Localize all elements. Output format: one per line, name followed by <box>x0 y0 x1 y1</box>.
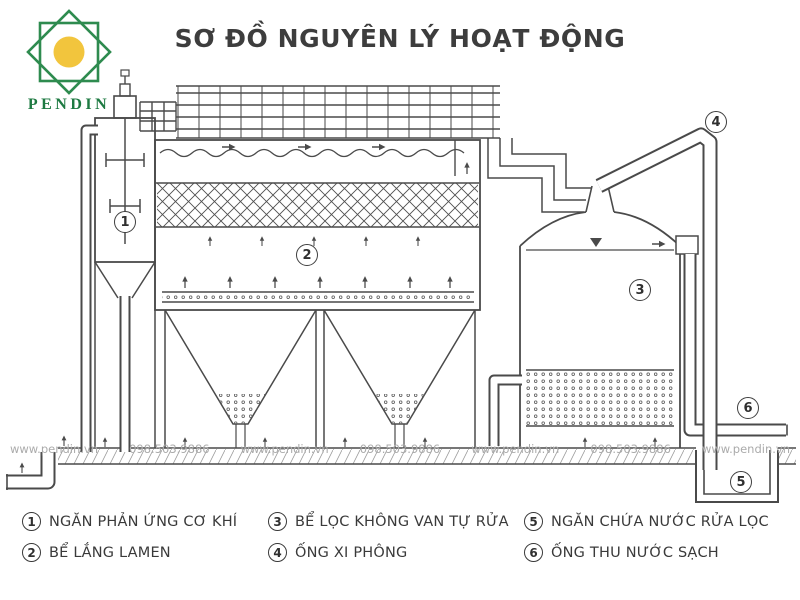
filter-tank <box>519 185 681 448</box>
pipe-rack-main <box>176 85 500 139</box>
pendin-logo-mark: PENDIN <box>26 9 112 113</box>
pendin-logo: PENDIN <box>14 6 124 120</box>
legend-label-5: NGĂN CHỨA NƯỚC RỬA LỌC <box>551 513 769 530</box>
legend: 1 NGĂN PHẢN ỨNG CƠ KHÍ 2 BỂ LẮNG LAMEN 3… <box>0 512 800 596</box>
diagram-marker-2: 2 <box>296 244 318 266</box>
legend-number-1: 1 <box>22 512 41 531</box>
logo-sun-icon <box>53 36 85 68</box>
watermark-text: www.pendin.vn <box>471 442 560 456</box>
legend-label-6: ỐNG THU NƯỚC SẠCH <box>551 544 719 561</box>
watermark-row: www.pendin.vn 098.503.9886 www.pendin.vn… <box>10 442 790 456</box>
diagram-marker-3: 3 <box>629 279 651 301</box>
diagram-marker-5: 5 <box>730 471 752 493</box>
siphon-pipe <box>595 127 718 470</box>
filter-media <box>526 370 674 426</box>
legend-number-3: 3 <box>268 512 287 531</box>
logo-brand-text: PENDIN <box>28 96 110 113</box>
legend-number-6: 6 <box>524 543 543 562</box>
legend-label-2: BỂ LẮNG LAMEN <box>49 544 171 561</box>
legend-label-3: BỂ LỌC KHÔNG VAN TỰ RỬA <box>295 513 509 530</box>
watermark-text: 098.503.9886 <box>590 442 671 456</box>
water-level-icon <box>590 238 602 247</box>
legend-item-5: 5 NGĂN CHỨA NƯỚC RỬA LỌC <box>524 512 769 531</box>
watermark-text: www.pendin.vn <box>701 442 790 456</box>
legend-number-4: 4 <box>268 543 287 562</box>
legend-item-6: 6 ỐNG THU NƯỚC SẠCH <box>524 543 769 562</box>
legend-label-1: NGĂN PHẢN ỨNG CƠ KHÍ <box>49 513 238 530</box>
lamella-tank <box>154 139 481 311</box>
inlet-pipe <box>6 434 67 490</box>
watermark-text: 098.503.9886 <box>129 442 210 456</box>
page-title: SƠ ĐỒ NGUYÊN LÝ HOẠT ĐỘNG <box>174 24 626 53</box>
lamella-plates <box>157 183 478 227</box>
wash-water-pit <box>695 450 779 503</box>
filter-dome <box>519 211 681 247</box>
legend-item-4: 4 ỐNG XI PHÔNG <box>268 543 509 562</box>
diagram-marker-6: 6 <box>737 397 759 419</box>
inlet-cascade <box>487 138 592 213</box>
pipe-rack-left <box>139 101 177 132</box>
legend-number-5: 5 <box>524 512 543 531</box>
watermark-text: 098.503.9886 <box>359 442 441 456</box>
legend-item-3: 3 BỂ LỌC KHÔNG VAN TỰ RỬA <box>268 512 509 531</box>
mixer-motor <box>113 95 137 119</box>
sludge-hoppers <box>164 309 476 448</box>
overflow-box <box>675 235 699 255</box>
diagram-marker-1: 1 <box>114 211 136 233</box>
watermark-text: www.pendin.vn <box>240 442 329 456</box>
water-surface <box>159 148 465 158</box>
clean-water-pipe <box>683 254 788 437</box>
logo-star-icon <box>26 9 112 95</box>
legend-number-2: 2 <box>22 543 41 562</box>
legend-item-1: 1 NGĂN PHẢN ỨNG CƠ KHÍ <box>22 512 237 531</box>
ground-strip <box>58 436 796 465</box>
watermark-text: www.pendin.vn <box>10 442 99 456</box>
legend-label-4: ỐNG XI PHÔNG <box>295 544 408 561</box>
legend-item-2: 2 BỂ LẮNG LAMEN <box>22 543 237 562</box>
diagram-marker-4: 4 <box>705 111 727 133</box>
